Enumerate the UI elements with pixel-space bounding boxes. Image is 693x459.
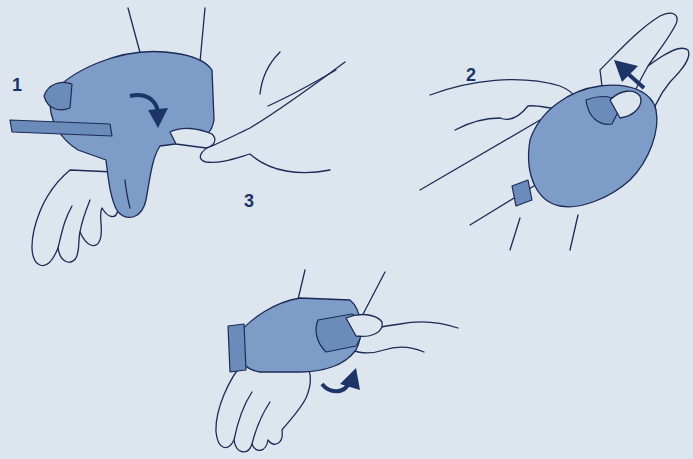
wrist-brace [235, 298, 361, 372]
hand [216, 360, 310, 452]
hand [32, 170, 118, 266]
fingertips [346, 315, 382, 337]
step-number: 1 [12, 76, 22, 94]
finger-line [252, 402, 270, 444]
hand-outline [268, 70, 336, 106]
step-number: 3 [244, 192, 254, 210]
thumb [610, 91, 641, 118]
wrist-brace [529, 85, 657, 207]
step-one-illustration [10, 8, 345, 266]
forearm-outline [570, 215, 578, 250]
brace-strap [44, 83, 72, 110]
step-three-illustration [216, 270, 458, 452]
step-number: 2 [466, 66, 476, 84]
finger-line [58, 206, 72, 248]
step-two-illustration [420, 13, 689, 250]
brace-strap [512, 180, 532, 206]
hand-outline [260, 52, 280, 94]
finger-line [234, 392, 252, 440]
arrow-head [148, 108, 168, 128]
forearm-outline [420, 120, 540, 190]
brace-strap [10, 120, 112, 136]
forearm-outline [200, 8, 205, 62]
brace-strap [228, 324, 246, 372]
hand [200, 62, 345, 173]
finger-line [80, 200, 90, 232]
arrow-head [340, 368, 360, 390]
forearm-outline [510, 218, 520, 250]
arrow-head [614, 60, 638, 82]
forearm-outline [360, 272, 385, 320]
brace-seam [125, 180, 130, 208]
hand-outline [455, 118, 500, 130]
thumb [170, 128, 215, 148]
